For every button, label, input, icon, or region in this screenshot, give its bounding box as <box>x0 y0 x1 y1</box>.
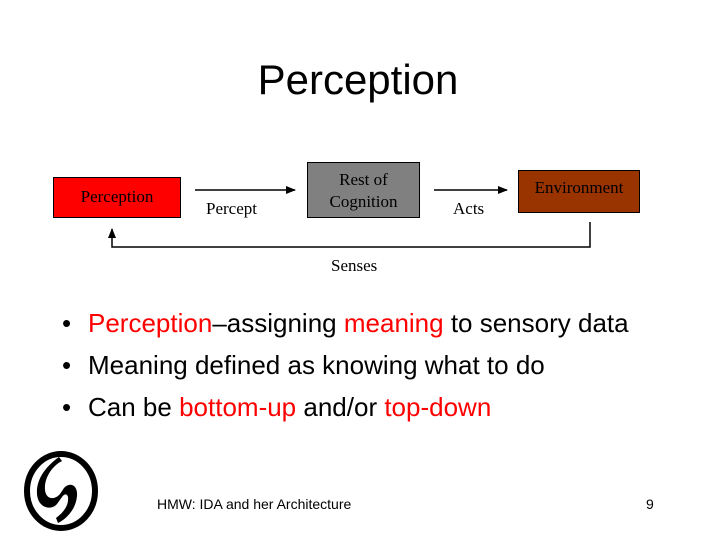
bullet-text: to sensory data <box>443 308 629 338</box>
bullet-text: Meaning defined as knowing what to do <box>88 350 545 380</box>
term-meaning: meaning <box>343 308 444 338</box>
environment-box: Environment <box>518 170 640 213</box>
bullet-item: • Meaning defined as knowing what to do <box>62 348 662 382</box>
bullet-text: Can be <box>88 392 180 422</box>
diagram-arrows <box>108 186 591 248</box>
perception-box: Perception <box>53 177 181 218</box>
senses-label: Senses <box>331 256 378 275</box>
bullet-item: • Can be bottom-up and/or top-down <box>62 390 662 424</box>
logo-icon <box>24 451 98 531</box>
bullet-list: • Perception–assigning meaning to sensory… <box>62 306 662 432</box>
senses-arrow <box>108 222 591 248</box>
bullet-dot: • <box>62 350 72 380</box>
footer-text: HMW: IDA and her Architecture <box>157 496 352 512</box>
cognition-label-line2: Cognition <box>329 192 398 211</box>
percept-label: Percept <box>206 199 257 218</box>
term-top-down: top-down <box>384 392 492 422</box>
slide-title: Perception <box>257 56 459 103</box>
term-bottom-up: bottom-up <box>179 392 297 422</box>
acts-label: Acts <box>453 199 485 218</box>
bullet-item: • Perception–assigning meaning to sensory… <box>62 306 662 340</box>
bullet-text: and/or <box>296 392 385 422</box>
bullet-dot: • <box>62 308 72 338</box>
bullet-text: –assigning <box>212 308 344 338</box>
page-number: 9 <box>646 496 654 512</box>
cognition-label-line1: Rest of <box>339 170 388 189</box>
term-perception: Perception <box>88 308 213 338</box>
rest-of-cognition-box: Rest of Cognition <box>307 162 420 218</box>
bullet-dot: • <box>62 392 72 422</box>
